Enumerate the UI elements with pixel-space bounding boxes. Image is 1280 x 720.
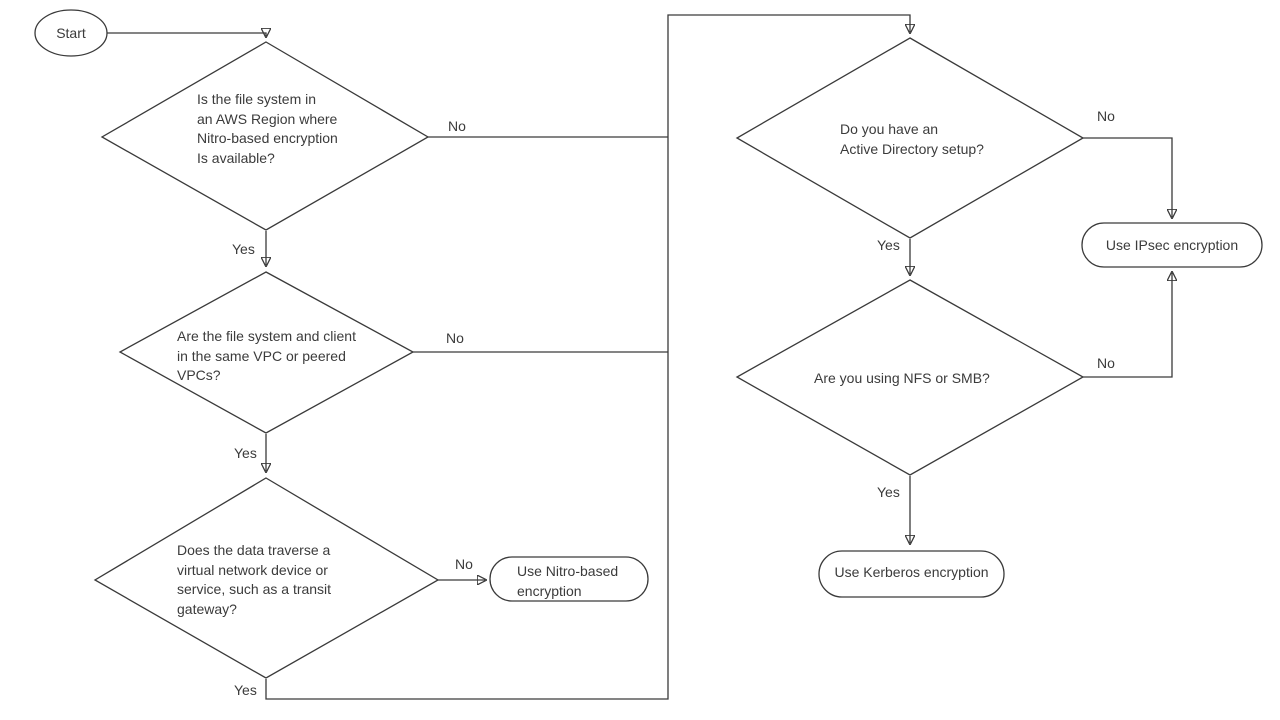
terminal-ipsec — [1081, 222, 1263, 268]
decision-q4-line: Active Directory setup? — [840, 140, 984, 157]
terminal-kerberos — [818, 550, 1005, 598]
terminal-nitro — [489, 556, 649, 602]
decision-q1-text: Is the file system in an AWS Region wher… — [197, 90, 338, 168]
edge-label-q1-yes: Yes — [232, 241, 255, 257]
edge-label-q5-yes: Yes — [877, 484, 900, 500]
edge-label-q2-no: No — [446, 330, 464, 346]
edge-label-q3-no: No — [455, 556, 473, 572]
terminal-ipsec-text: Use IPsec encryption — [1105, 237, 1239, 253]
start-node — [34, 9, 108, 57]
decision-q3-line: Does the data traverse a — [177, 542, 331, 558]
edge-q5-no-to-ipsec — [1083, 273, 1172, 378]
decision-q1-line: an AWS Region where — [197, 110, 338, 127]
edge-start-to-q1 — [107, 33, 266, 36]
edge-label-q3-yes: Yes — [234, 682, 257, 698]
decision-q2-text: Are the file system and client in the sa… — [177, 327, 356, 386]
decision-q4-text: Do you have an Active Directory setup? — [840, 120, 984, 159]
decision-q5 — [735, 279, 1085, 476]
decision-q1-line: Is available? — [197, 149, 275, 166]
decision-q3-line: gateway? — [177, 600, 237, 617]
decision-q2-line: in the same VPC or peered — [177, 347, 346, 364]
decision-q3 — [93, 477, 440, 679]
decision-q1-line: Is the file system in — [197, 91, 317, 107]
decision-q3-text: Does the data traverse a virtual network… — [177, 541, 331, 619]
decision-q2-line: VPCs? — [177, 367, 221, 383]
edge-q4-no-to-ipsec — [1083, 137, 1172, 217]
decision-q5-text: Are you using NFS or SMB? — [814, 369, 990, 389]
decision-q1 — [100, 41, 430, 231]
decision-q2-line: Are the file system and client — [177, 328, 356, 344]
decision-q3-line: virtual network device or — [177, 561, 328, 578]
start-label: Start — [56, 25, 86, 41]
decision-q4-line: Do you have an — [840, 121, 939, 137]
edge-q3-yes-trunk-to-q4 — [265, 14, 910, 700]
edge-label-q4-no: No — [1097, 108, 1115, 124]
decision-q5-line: Are you using NFS or SMB? — [814, 370, 990, 386]
edge-label-q5-no: No — [1097, 355, 1115, 371]
decision-q3-line: service, such as a transit — [177, 581, 332, 597]
edge-label-q1-no: No — [448, 118, 466, 134]
terminal-kerberos-text: Use Kerberos encryption — [834, 564, 989, 580]
terminal-nitro-line: encryption — [517, 583, 582, 599]
decision-q1-line: Nitro-based encryption — [197, 130, 338, 146]
terminal-nitro-line: Use Nitro-based — [517, 563, 619, 579]
decision-q2 — [118, 271, 415, 434]
edge-label-q4-yes: Yes — [877, 237, 900, 253]
edge-label-q2-yes: Yes — [234, 445, 257, 461]
terminal-nitro-text: Use Nitro-based encryption — [517, 561, 618, 601]
decision-q4 — [735, 37, 1085, 239]
